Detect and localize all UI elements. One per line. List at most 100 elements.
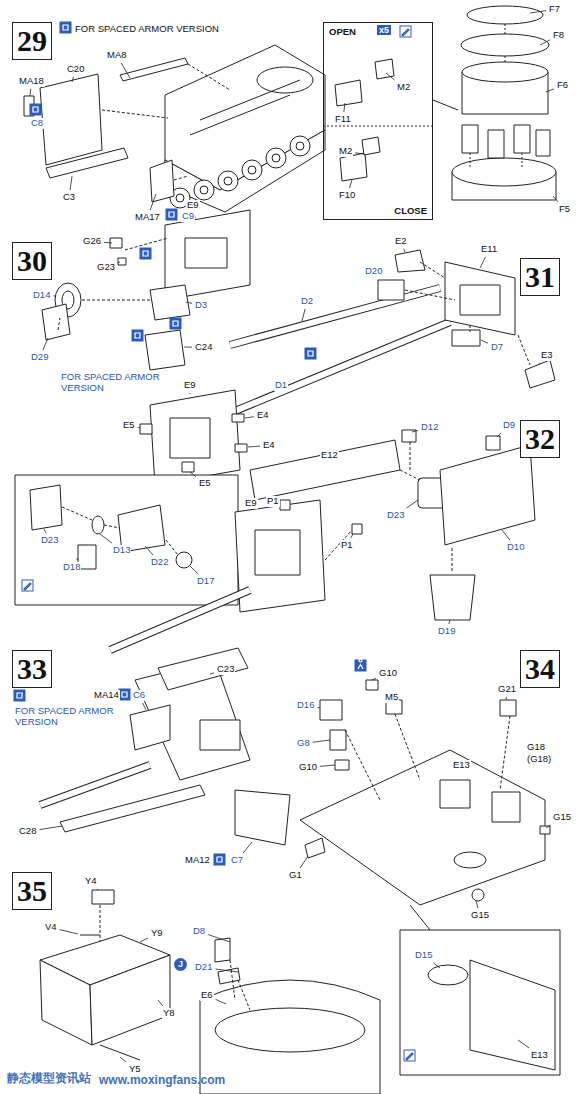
tank-hull <box>200 80 300 120</box>
leader-line <box>100 534 112 543</box>
leader-line <box>39 826 62 830</box>
part-number: D2 <box>300 296 314 307</box>
part-number: MA12 <box>184 855 211 866</box>
icon-glyph <box>358 659 363 669</box>
leader-line <box>210 673 214 674</box>
turret-shell <box>305 838 325 858</box>
part-number: D29 <box>30 352 49 363</box>
detail-inset <box>62 507 178 555</box>
icon-glyph <box>135 333 140 338</box>
symbol-icon <box>60 22 71 33</box>
commander-cupola <box>462 125 478 153</box>
icon-frame <box>170 318 181 329</box>
tank-hull <box>290 136 310 156</box>
step-number: 33 <box>12 650 52 688</box>
tank-hull <box>160 130 325 212</box>
part-number: (G18) <box>526 754 552 765</box>
part-number: MA17 <box>134 212 161 223</box>
detail-inset <box>15 475 238 605</box>
part-number: C3 <box>62 192 76 203</box>
part-number: C24 <box>194 342 213 353</box>
icon-frame <box>14 690 25 701</box>
detail-inset <box>30 485 62 530</box>
turret-front <box>235 500 325 612</box>
tank-hull <box>160 45 325 212</box>
part-number: MA8 <box>106 50 128 61</box>
gun-barrel <box>452 330 480 346</box>
icon-frame <box>119 689 130 700</box>
leader-line <box>355 153 364 154</box>
turret-shell <box>492 792 520 822</box>
turret-shell <box>335 760 349 770</box>
sub-assembly <box>92 890 114 904</box>
sub-assembly <box>80 935 100 936</box>
gun-barrel <box>232 414 244 422</box>
commander-cupola <box>536 130 550 156</box>
icon-frame <box>400 26 411 37</box>
turret-shell <box>330 730 346 750</box>
hatch-part <box>323 126 433 127</box>
tank-hull <box>257 67 313 93</box>
leader-line <box>150 194 156 210</box>
leader-line <box>30 89 32 96</box>
icon-frame <box>22 580 33 591</box>
turret-front <box>280 500 290 510</box>
symbol-icon <box>166 209 177 220</box>
detail-inset <box>15 475 250 605</box>
leader-line <box>372 678 376 680</box>
leader-line <box>350 180 352 188</box>
leader-line <box>186 302 192 303</box>
armor-plate <box>46 148 128 178</box>
leader-line <box>546 825 551 828</box>
gun-barrel <box>182 462 194 472</box>
turret-assembly <box>40 765 150 805</box>
leader-line <box>189 393 190 394</box>
icon-glyph <box>406 1053 413 1060</box>
part-number: P1 <box>266 496 280 507</box>
watermark: 静态模型资讯站 <box>6 1072 92 1086</box>
turret-front <box>430 575 475 620</box>
turret-assembly <box>130 705 170 750</box>
commander-cupola <box>452 158 556 186</box>
part-number: D17 <box>196 576 215 587</box>
symbol-icon <box>170 318 181 329</box>
leader-line <box>158 1000 163 1006</box>
gun-mantlet <box>118 258 126 265</box>
part-number: Y8 <box>162 1008 176 1019</box>
gun-mantlet <box>42 210 250 370</box>
quantity-badge: x5 <box>377 25 391 35</box>
paint-icon <box>404 1050 415 1061</box>
tank-hull <box>296 142 304 150</box>
gun-barrel <box>378 280 404 300</box>
part-number: D21 <box>194 962 213 973</box>
note-text: FOR SPACED ARMOR VERSION <box>60 372 172 394</box>
turret-front <box>325 442 452 572</box>
part-number: D14 <box>32 290 51 301</box>
leader-line <box>506 697 507 700</box>
leader-line <box>145 546 153 555</box>
paint-icon <box>22 580 33 591</box>
sub-assembly <box>40 890 380 1094</box>
leader-line <box>215 969 238 972</box>
gun-mantlet <box>58 238 168 330</box>
part-number: E4 <box>256 410 270 421</box>
armor-plate <box>120 58 188 81</box>
leader-line <box>406 500 418 508</box>
part-number: MA14 <box>93 690 120 701</box>
tank-hull <box>272 154 280 162</box>
symbol-icon <box>132 330 143 341</box>
turret-shell <box>410 905 430 930</box>
part-number: D8 <box>192 926 206 937</box>
part-number: E5 <box>122 420 136 431</box>
icon-frame <box>214 854 225 865</box>
turret-shell <box>470 960 555 1070</box>
turret-shell <box>428 965 468 985</box>
gun-barrel <box>445 262 515 335</box>
gun-barrel <box>235 444 247 452</box>
leader-line <box>138 427 140 429</box>
armor-plate <box>24 58 230 202</box>
leader-line <box>540 40 550 45</box>
leader-line <box>476 901 478 908</box>
symbol-icon <box>214 854 225 865</box>
